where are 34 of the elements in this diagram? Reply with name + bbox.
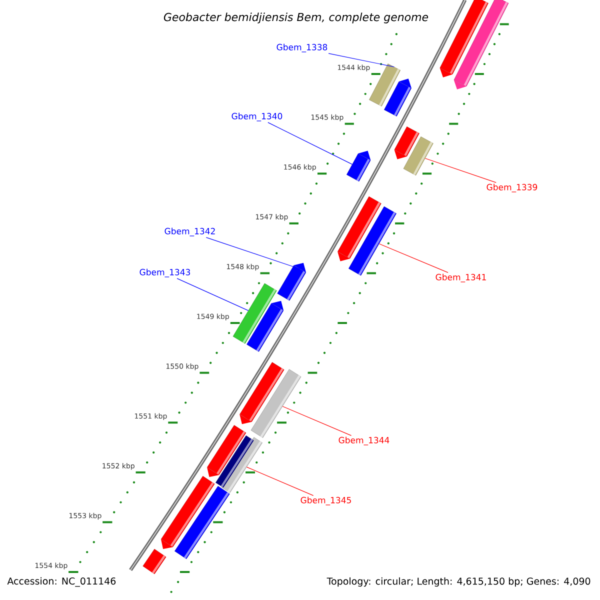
gene-label: Gbem_1345	[300, 496, 351, 506]
accession-label: Accession: NC_011146	[5, 575, 118, 589]
leader-line	[328, 53, 394, 68]
leader-line	[282, 406, 352, 436]
leader-line	[378, 243, 448, 273]
gene-block	[207, 425, 246, 478]
leader-line	[268, 122, 352, 165]
gene-label: Gbem_1340	[232, 112, 282, 122]
gene-block	[277, 262, 306, 301]
gene-block	[216, 435, 254, 488]
gene-block	[403, 136, 434, 176]
gene-block	[250, 369, 302, 438]
gene-block	[384, 78, 412, 116]
gene-block	[440, 0, 488, 78]
genome-info: Topology: circular; Length: 4,615,150 bp; Genes: 4,090	[326, 577, 590, 587]
gene-label: Gbem_1339	[486, 184, 538, 192]
leader-line	[246, 466, 314, 496]
gene-label: Gbem_1342	[164, 228, 215, 236]
gene-label: Gbem_1341	[436, 274, 486, 282]
leader-line	[206, 237, 300, 270]
gene-label: Gbem_1338	[276, 44, 328, 52]
gene-label: Gbem_1343	[140, 268, 190, 278]
gene-block	[142, 548, 166, 574]
gene-block	[454, 0, 509, 90]
leader-line	[176, 278, 249, 311]
title: Geobacter bemidjiensis Bem, complete genome	[161, 10, 431, 26]
gene-block	[348, 206, 396, 276]
gene-block	[174, 486, 230, 560]
gene-label: Gbem_1344	[338, 436, 390, 446]
leader-line	[424, 158, 496, 183]
gene-block	[338, 196, 382, 262]
gene-block	[346, 150, 371, 182]
gene-block	[246, 300, 284, 352]
gene-block	[394, 126, 420, 160]
